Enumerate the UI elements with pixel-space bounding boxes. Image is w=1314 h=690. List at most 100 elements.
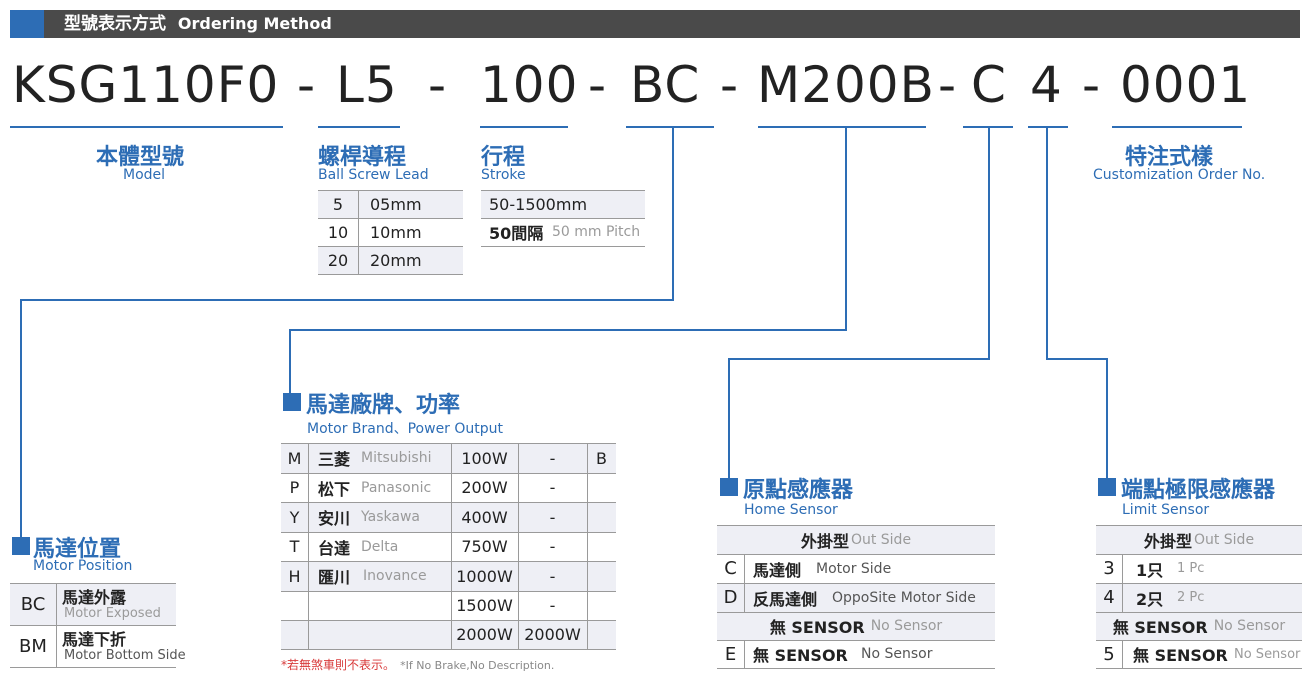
code-dash-5: - — [938, 56, 958, 114]
limit-line-4 — [1096, 640, 1302, 641]
connector-home-h — [728, 358, 990, 360]
limit-col-2 — [1122, 640, 1123, 668]
home-head-zh: 外掛型 — [800, 531, 849, 551]
limit-code-3: 3 — [1103, 558, 1115, 579]
power-400w: 400W — [461, 507, 508, 527]
power-100w: 100W — [461, 448, 508, 468]
underline-limit — [1028, 126, 1068, 128]
brand-code-y: Y — [289, 507, 300, 527]
underline-motor — [758, 126, 926, 128]
code-dash-4: - — [720, 56, 740, 114]
brand-row-shade-3 — [281, 502, 616, 532]
position-title-zh: 馬達位置 — [33, 537, 122, 562]
brand-title-en: Motor Brand、Power Output — [307, 421, 504, 437]
position-line-0 — [10, 583, 176, 584]
connector-position-v1 — [672, 127, 674, 301]
lead-row-shade-3 — [318, 246, 463, 274]
limit-row-shade-none — [1096, 612, 1302, 640]
position-zh-bm: 馬達下折 — [62, 630, 127, 649]
connector-limit-h — [1046, 358, 1108, 360]
code-dash-6: - — [1082, 56, 1102, 114]
code-custom: 0001 — [1120, 56, 1252, 114]
brand-zh-t: 台達 — [318, 538, 351, 558]
connector-position-h — [20, 299, 674, 301]
home-line-5 — [717, 668, 995, 669]
brake-400w: - — [549, 507, 556, 527]
lead-value-10: 10mm — [370, 222, 422, 242]
brand-line-2 — [281, 502, 616, 503]
limit-none-zh: 無 SENSOR — [1112, 618, 1208, 637]
position-en-bm: Motor Bottom Side — [64, 647, 186, 663]
home-head: 外掛型 Out Side — [717, 525, 995, 554]
page-title: 型號表示方式 Ordering Method — [64, 10, 332, 38]
connector-motor-h — [289, 329, 847, 331]
brand-row-shade-7 — [281, 620, 616, 649]
home-square-icon — [720, 478, 738, 496]
position-en-bc: Motor Exposed — [64, 605, 161, 621]
stroke-line-0 — [481, 190, 645, 191]
brand-line-1 — [281, 473, 616, 474]
brand-note: *若無煞車則不表示。 *If No Brake,No Description. — [281, 654, 554, 673]
limit-line-1 — [1096, 554, 1302, 555]
home-col-1 — [744, 554, 745, 612]
home-line-4 — [717, 640, 995, 641]
position-zh-bc: 馬達外露 — [62, 588, 127, 607]
lead-line-0 — [318, 190, 463, 191]
brake-1500w: - — [549, 596, 556, 615]
brand-line-4 — [281, 561, 616, 562]
brand-zh-m: 三菱 — [318, 450, 351, 469]
connector-home-v1 — [988, 127, 990, 360]
brake-750w: - — [549, 537, 556, 556]
connector-limit-v2 — [1106, 358, 1108, 478]
underline-position — [626, 126, 714, 128]
home-en-d: OppoSite Motor Side — [832, 589, 976, 606]
code-limit: 4 — [1030, 56, 1063, 114]
code-model: KSG110F0 — [12, 56, 280, 114]
limit-line-3 — [1096, 612, 1302, 613]
stroke-pitch-en: 50 mm Pitch — [552, 224, 641, 240]
brand-code-m: M — [287, 448, 302, 468]
limit-none: 無 SENSOR No Sensor — [1096, 612, 1302, 640]
limit-square-icon — [1098, 478, 1116, 496]
lead-value-05: 05mm — [370, 194, 422, 214]
brand-en-h: Inovance — [363, 568, 427, 584]
power-2000w: 2000W — [456, 625, 513, 644]
lead-code-5: 5 — [332, 194, 344, 214]
brand-code-p: P — [289, 478, 300, 497]
limit-code-4: 4 — [1103, 587, 1115, 608]
brand-line-0 — [281, 443, 616, 444]
limit-zh-4: 2只 — [1136, 589, 1164, 609]
lead-col-line — [358, 190, 359, 274]
header-accent — [10, 10, 44, 38]
position-col-line — [56, 583, 57, 667]
code-lead: L5 — [336, 56, 398, 114]
limit-en-3: 1 Pc — [1177, 561, 1205, 576]
code-stroke: 100 — [480, 56, 579, 114]
stroke-pitch-zh: 50間隔 — [489, 224, 544, 243]
home-title-zh: 原點感應器 — [743, 478, 854, 503]
home-none-zh: 無 SENSOR — [769, 618, 865, 637]
limit-line-2 — [1096, 583, 1302, 584]
underline-stroke — [480, 126, 568, 128]
caption-custom-en: Customization Order No. — [1093, 167, 1266, 183]
connector-motor-v1 — [845, 127, 847, 331]
position-line-2 — [10, 667, 176, 668]
brand-col-3 — [518, 443, 519, 649]
brand-en-p: Panasonic — [361, 479, 432, 496]
position-code-bc: BC — [20, 593, 46, 615]
brake-100w: - — [549, 448, 556, 468]
lead-code-20: 20 — [327, 250, 349, 270]
brand-col-4 — [587, 443, 588, 649]
limit-title-en: Limit Sensor — [1122, 502, 1210, 518]
brand-note-zh: *若無煞車則不表示。 — [281, 658, 396, 672]
underline-model — [10, 126, 283, 128]
brand-zh-y: 安川 — [318, 509, 351, 528]
title-zh: 型號表示方式 — [64, 14, 166, 34]
code-home: C — [971, 56, 1007, 114]
home-en-e: No Sensor — [861, 646, 933, 662]
brand-line-3 — [281, 532, 616, 533]
stroke-range: 50-1500mm — [489, 194, 588, 214]
brand-en-m: Mitsubishi — [361, 450, 432, 466]
power-750w: 750W — [461, 537, 508, 556]
position-code-bm: BM — [19, 635, 47, 657]
